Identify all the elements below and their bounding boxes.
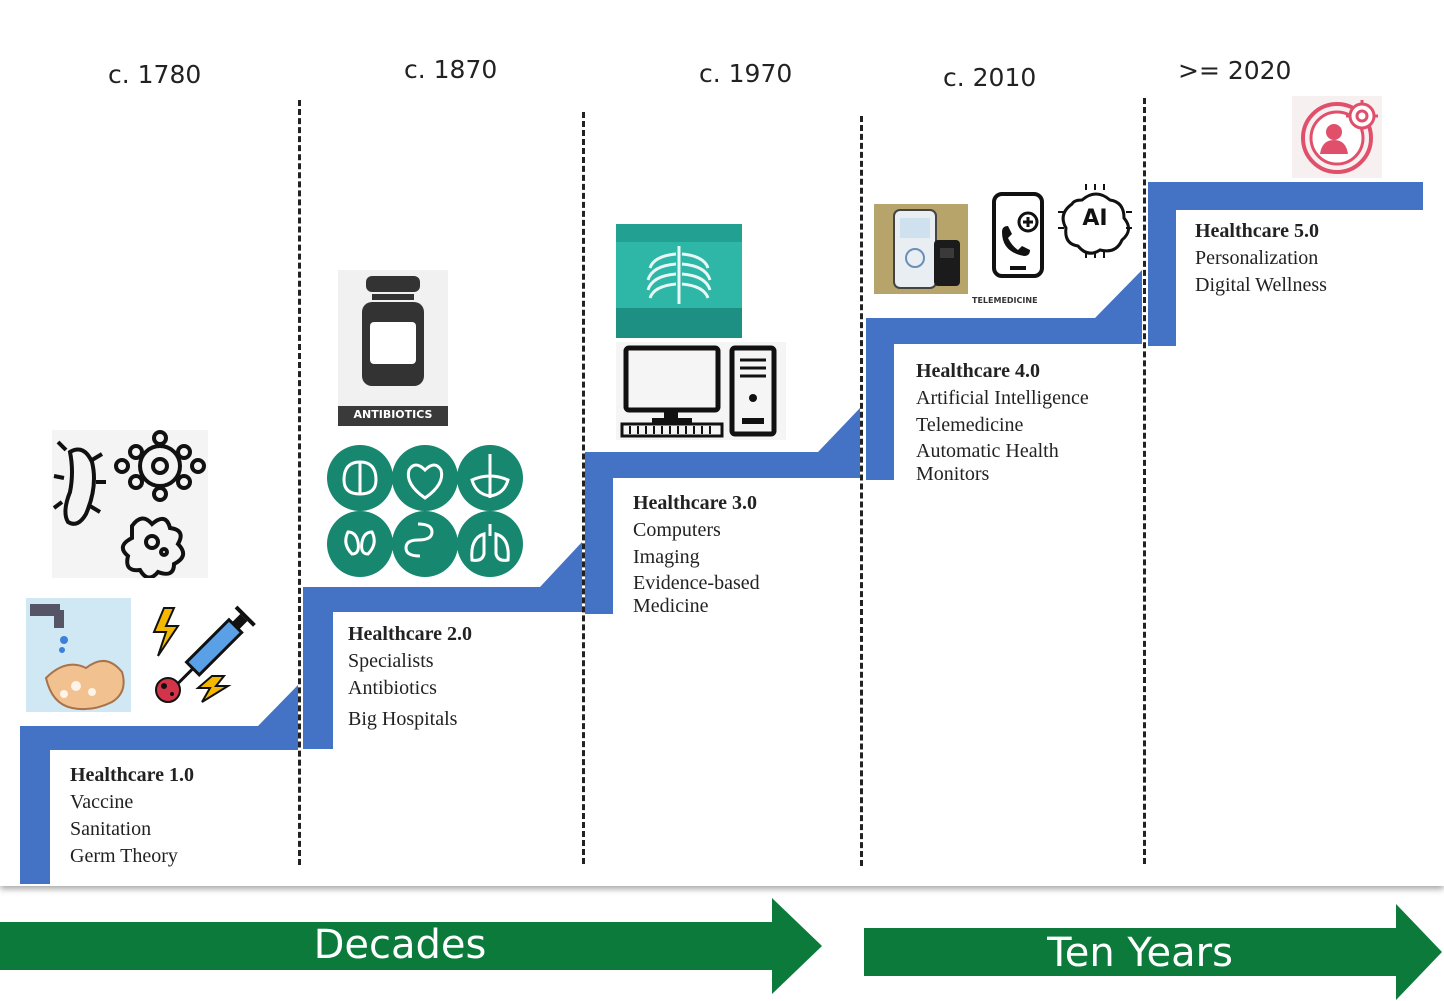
- handwashing-icon: [26, 598, 131, 712]
- separator-3: [860, 116, 863, 866]
- separator-4: [1143, 98, 1146, 864]
- desktop-computer-icon: [616, 342, 786, 440]
- healthcare-4-block: Healthcare 4.0 Artificial Intelligence T…: [916, 358, 1089, 485]
- healthcare-5-item: Personalization: [1195, 247, 1319, 269]
- healthcare-5-item: Digital Wellness: [1195, 274, 1327, 296]
- healthcare-5-title: Healthcare 5.0: [1195, 220, 1320, 242]
- healthcare-3-item: Medicine: [633, 595, 709, 617]
- healthcare-4-item: Artificial Intelligence: [916, 387, 1089, 409]
- healthcare-1-item: Sanitation: [70, 818, 152, 840]
- timeline-panel: c. 1780 c. 1870 c. 1970 c. 2010 >= 2020: [20, 55, 1423, 884]
- ai-label: AI: [1082, 206, 1108, 231]
- health-monitor-photo-icon: [874, 204, 968, 294]
- healthcare-4-item: Monitors: [916, 463, 990, 485]
- healthcare-3-item: Imaging: [633, 546, 700, 568]
- era-date-3: c. 1970: [699, 59, 793, 88]
- staircase: [20, 182, 1423, 884]
- era-date-5: >= 2020: [1178, 56, 1292, 85]
- personalization-user-gear-icon: [1292, 96, 1382, 178]
- specialists-organs-icon: [327, 445, 523, 577]
- healthcare-2-title: Healthcare 2.0: [348, 623, 473, 645]
- telemedicine-icon: TELEMEDICINE: [972, 188, 1052, 312]
- healthcare-3-item: Evidence-based: [633, 572, 760, 594]
- separator-1: [298, 100, 301, 865]
- healthcare-2-block: Healthcare 2.0 Specialists Antibiotics B…: [348, 621, 472, 733]
- healthcare-3-title: Healthcare 3.0: [633, 492, 758, 514]
- healthcare-1-item: Germ Theory: [70, 845, 178, 867]
- separator-2: [582, 112, 585, 864]
- healthcare-3-item: Computers: [633, 519, 721, 541]
- era-date-4: c. 2010: [943, 63, 1037, 92]
- ten-years-arrow: [864, 904, 1442, 1000]
- xray-imaging-icon: [616, 224, 742, 338]
- healthcare-2-item: Specialists: [348, 650, 434, 672]
- healthcare-4-item: Telemedicine: [916, 414, 1024, 436]
- decades-arrow: [0, 898, 822, 994]
- healthcare-5-block: Healthcare 5.0 Personalization Digital W…: [1195, 218, 1327, 299]
- telemedicine-label: TELEMEDICINE: [972, 296, 1038, 305]
- healthcare-4-item: Automatic Health: [916, 440, 1059, 462]
- era-date-1: c. 1780: [108, 60, 202, 89]
- healthcare-3-block: Healthcare 3.0 Computers Imaging Evidenc…: [633, 490, 760, 617]
- antibiotics-bottle-icon: ANTIBIOTICS: [338, 270, 448, 426]
- healthcare-4-title: Healthcare 4.0: [916, 360, 1041, 382]
- decades-label: Decades: [313, 922, 487, 968]
- healthcare-2-item: Antibiotics: [348, 677, 437, 699]
- germs-icon: [52, 430, 208, 578]
- healthcare-1-block: Healthcare 1.0 Vaccine Sanitation Germ T…: [70, 762, 194, 870]
- era-date-2: c. 1870: [404, 55, 498, 84]
- ten-years-label: Ten Years: [1047, 930, 1233, 976]
- healthcare-1-item: Vaccine: [70, 791, 134, 813]
- artificial-intelligence-icon: AI: [1056, 182, 1134, 260]
- antibiotics-label: ANTIBIOTICS: [353, 408, 433, 421]
- healthcare-1-title: Healthcare 1.0: [70, 764, 195, 786]
- healthcare-2-item: Big Hospitals: [348, 708, 458, 730]
- vaccine-syringe-icon: [142, 598, 262, 712]
